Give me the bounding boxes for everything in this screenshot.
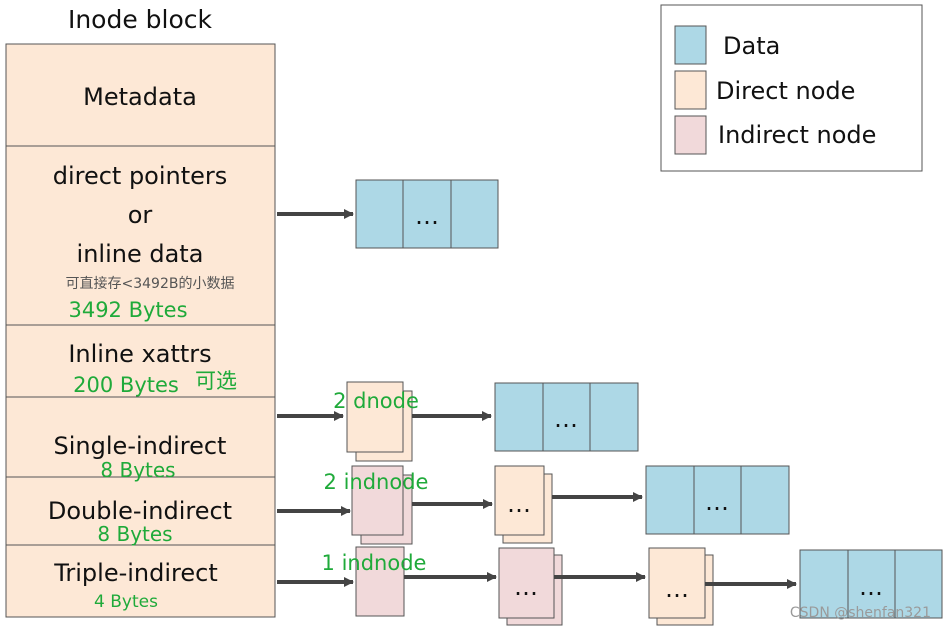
metadata-label: Metadata xyxy=(83,83,197,111)
data-ellipsis: … xyxy=(415,202,439,230)
direct-pointers-label: direct pointers xyxy=(53,162,228,190)
triple-indirect-chain: 1 indnode … … … xyxy=(277,546,943,626)
direct-node xyxy=(494,465,545,536)
indnode-label-1: 1 indnode xyxy=(322,551,427,575)
legend-swatch-data xyxy=(674,25,707,65)
node-ellipsis: … xyxy=(665,575,689,603)
legend-swatch-indirect xyxy=(674,115,707,155)
data-block xyxy=(355,179,499,249)
data-block xyxy=(799,549,943,619)
double-size-label: 8 Bytes xyxy=(97,522,172,546)
direct-pointers-section xyxy=(5,145,276,326)
indnode-label-2: 2 indnode xyxy=(324,470,429,494)
direct-node xyxy=(648,547,706,619)
inline-xattrs-section xyxy=(5,324,276,398)
triple-indirect-label: Triple-indirect xyxy=(53,559,218,587)
node-ellipsis: … xyxy=(507,490,531,518)
single-indirect-label: Single-indirect xyxy=(54,432,227,460)
legend: Data Direct node Indirect node xyxy=(660,4,923,172)
watermark: CSDN @shenfan321 xyxy=(790,605,931,621)
legend-label-indirect: Indirect node xyxy=(718,121,876,149)
data-block xyxy=(494,382,639,452)
single-size-label: 8 Bytes xyxy=(100,458,175,482)
xattrs-optional-label: 可选 xyxy=(195,369,237,393)
inline-data-note: 可直接存<3492B的小数据 xyxy=(66,275,235,292)
direct-size-label: 3492 Bytes xyxy=(68,298,187,322)
node-ellipsis: … xyxy=(514,573,538,601)
direct-node xyxy=(346,381,404,453)
legend-swatch-direct xyxy=(674,70,707,110)
metadata-section xyxy=(5,43,276,147)
dnode-label: 2 dnode xyxy=(333,389,419,413)
direct-pointer-chain: … xyxy=(277,179,499,249)
indirect-node xyxy=(498,547,555,619)
data-block xyxy=(645,465,790,535)
double-indirect-section xyxy=(5,476,276,546)
inode-block-title: Inode block xyxy=(68,5,213,34)
triple-indirect-section xyxy=(5,544,276,618)
double-indirect-chain: 2 indnode … … xyxy=(277,465,790,545)
single-indirect-section xyxy=(5,396,276,478)
legend-label-direct: Direct node xyxy=(716,77,855,105)
xattrs-size-label: 200 Bytes xyxy=(73,373,179,397)
data-ellipsis: … xyxy=(859,573,883,601)
triple-size-label: 4 Bytes xyxy=(94,592,158,612)
data-ellipsis: … xyxy=(554,405,578,433)
data-ellipsis: … xyxy=(705,488,729,516)
inode-block: Metadata direct pointers or inline data … xyxy=(5,43,276,618)
inline-data-label: inline data xyxy=(77,240,204,268)
single-indirect-chain: 2 dnode … xyxy=(277,381,639,462)
double-indirect-label: Double-indirect xyxy=(48,497,232,525)
indirect-node xyxy=(351,465,404,536)
indirect-node xyxy=(355,546,405,617)
or-label: or xyxy=(128,201,153,229)
legend-label-data: Data xyxy=(723,32,780,60)
inline-xattrs-label: Inline xattrs xyxy=(68,340,211,368)
